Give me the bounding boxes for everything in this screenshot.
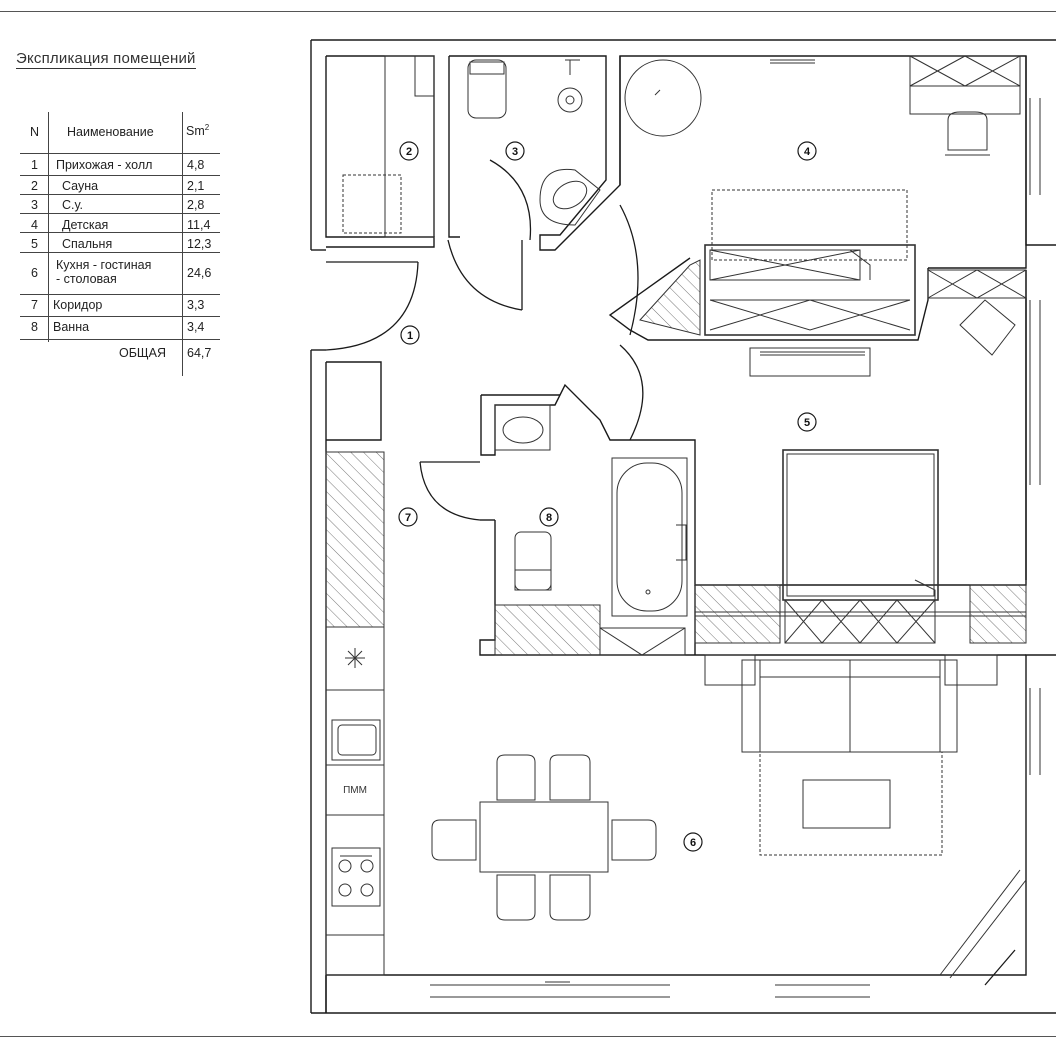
legend-table: N Наименование Sm2 1 Прихожая - холл 4,8…: [20, 112, 220, 376]
legend-row-rule: [20, 294, 220, 295]
room-marker-3: 3: [512, 146, 518, 158]
room-marker-labels: 1 2 3 4 5 6 7 8: [405, 146, 811, 849]
legend-row-area: 2,8: [187, 198, 205, 212]
room-marker-2: 2: [406, 146, 412, 158]
legend-row-rule: [20, 175, 220, 176]
legend-row-rule: [20, 194, 220, 195]
bathroom-fixtures: [494, 404, 688, 656]
legend-row-name: Коридор: [53, 298, 103, 312]
legend-row-name-line2: - столовая: [56, 272, 117, 286]
legend-row-area: 11,4: [187, 218, 211, 232]
legend-col-divider: [48, 112, 49, 342]
room-marker-5: 5: [804, 417, 810, 429]
legend-header-area: Sm2: [186, 123, 210, 139]
nursery-furniture: [624, 55, 1021, 377]
room-marker-8: 8: [546, 512, 552, 524]
doors: [325, 159, 1016, 986]
legend-row-rule: [20, 252, 220, 253]
legend-row-n: 8: [31, 320, 38, 334]
legend-row-rule: [20, 232, 220, 233]
walls: [310, 39, 1056, 1014]
room-marker-4: 4: [804, 146, 811, 158]
bedroom-furniture: [694, 269, 1027, 644]
room-marker-6: 6: [690, 837, 696, 849]
legend-row-n: 6: [31, 266, 38, 280]
legend-row-n: 5: [31, 237, 38, 251]
legend-row-n: 2: [31, 179, 38, 193]
legend-row-n: 4: [31, 218, 38, 232]
legend-total-area: 64,7: [187, 346, 212, 360]
legend-header-name: Наименование: [67, 125, 154, 139]
legend-row-n: 1: [31, 158, 38, 172]
dishwasher-label: ПММ: [343, 785, 367, 796]
legend-row-n: 7: [31, 298, 38, 312]
legend-row-area: 4,8: [187, 158, 205, 172]
frame-bottom-line: [0, 1036, 1056, 1037]
corridor-wardrobe: [325, 451, 385, 628]
legend-col-divider: [182, 112, 183, 376]
legend-header-rule: [20, 153, 220, 154]
legend-row-area: 24,6: [187, 266, 212, 280]
room-marker-7: 7: [405, 512, 411, 524]
legend-row-n: 3: [31, 198, 38, 212]
legend-row-area: 3,4: [187, 320, 205, 334]
legend-row-area: 2,1: [187, 179, 205, 193]
room-markers: [398, 141, 817, 852]
legend-row-name: Детская: [62, 218, 109, 232]
legend-row-rule: [20, 213, 220, 214]
nursery-wardrobe: [639, 259, 701, 336]
legend-title: Экспликация помещений: [16, 50, 196, 69]
toilet-room-fixtures: [467, 59, 601, 226]
legend-row-rule: [20, 339, 220, 340]
kitchen-unit: ПММ: [325, 626, 385, 976]
legend-row-rule: [20, 316, 220, 317]
legend-row-name: Сауна: [62, 179, 99, 193]
legend-row-area: 12,3: [187, 237, 212, 251]
room-marker-1: 1: [407, 330, 413, 342]
legend-row-name: С.у.: [62, 198, 83, 212]
legend-row-name-line1: Кухня - гостиная: [56, 258, 152, 272]
legend-row-name: Ванна: [53, 320, 90, 334]
legend-row-name: Спальня: [62, 237, 113, 251]
legend-header-n: N: [30, 125, 40, 139]
legend-row-name: Прихожая - холл: [56, 158, 153, 172]
kitchen-ceiling-lamp: [345, 648, 365, 668]
legend-total-label: ОБЩАЯ: [119, 346, 167, 360]
legend-row-area: 3,3: [187, 298, 205, 312]
living-furniture: [431, 654, 998, 983]
frame-top-line: [0, 11, 1056, 12]
windows: [430, 98, 1041, 998]
sauna-fixtures: [342, 55, 435, 238]
